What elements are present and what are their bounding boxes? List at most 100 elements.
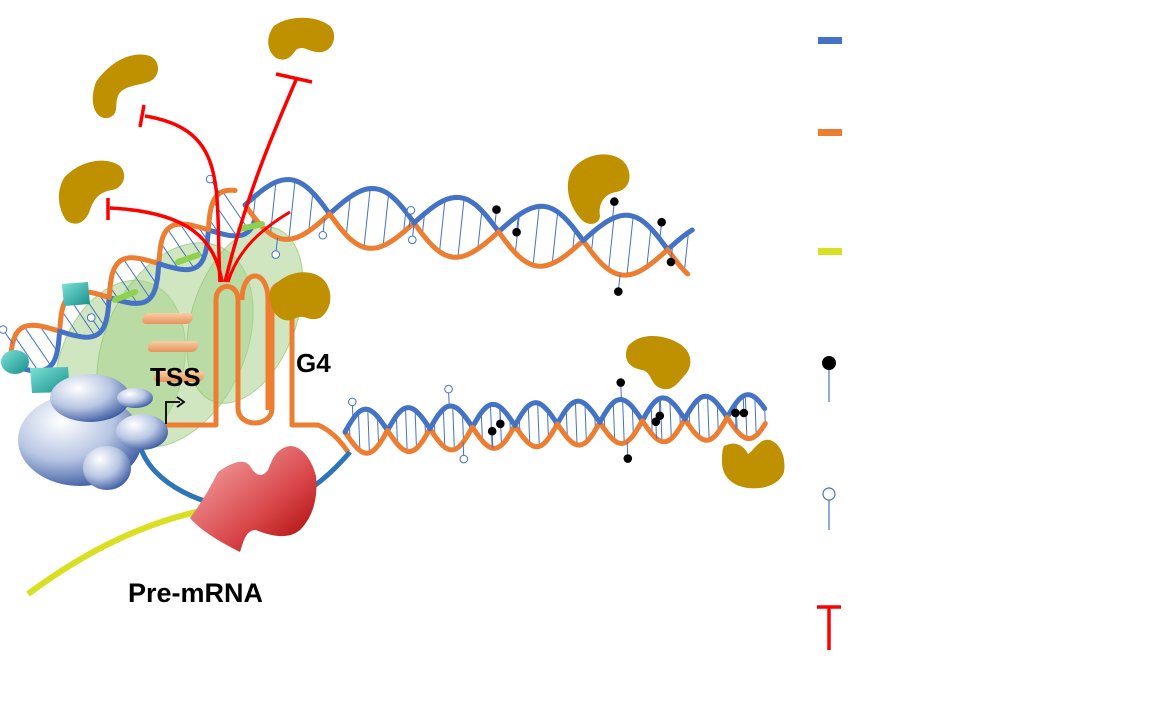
base-pair-rung bbox=[735, 402, 738, 432]
base-pair-rung bbox=[288, 180, 296, 240]
dna-strand-segment bbox=[106, 261, 162, 306]
unmethylated-cpg-mark bbox=[444, 384, 453, 394]
lower-dna-helix bbox=[342, 378, 768, 464]
dna-strand-segment bbox=[512, 421, 560, 450]
dna-strand-segment bbox=[242, 202, 332, 242]
inhibition-icon bbox=[817, 605, 841, 650]
base-pair-rung bbox=[626, 216, 634, 276]
dna-strand-segment bbox=[327, 211, 417, 251]
base-pair-rung bbox=[123, 258, 151, 299]
lollipop-stem bbox=[735, 415, 737, 430]
base-pair-rung bbox=[612, 402, 616, 441]
methylated-cpg-mark bbox=[487, 426, 497, 436]
methylated-cpg-mark bbox=[731, 408, 740, 418]
teal-factor-2 bbox=[1, 350, 29, 374]
base-pair-rung bbox=[308, 192, 314, 232]
open-lollipop-icon bbox=[822, 487, 836, 530]
base-pair-rung bbox=[551, 211, 559, 264]
dna-strand-segment bbox=[724, 414, 768, 442]
dna-strand-segment bbox=[427, 424, 475, 453]
lollipop-stem bbox=[612, 204, 615, 219]
base-pair-rung bbox=[650, 406, 653, 435]
gold-protein-1 bbox=[92, 54, 159, 119]
pre-mrna-strand bbox=[26, 505, 216, 597]
green-binding-patches bbox=[112, 221, 265, 303]
lollipop-stem bbox=[658, 398, 661, 413]
base-pair-rung bbox=[367, 409, 370, 453]
gold-protein-6 bbox=[625, 336, 691, 390]
base-pair-rung bbox=[532, 206, 540, 266]
base-pair-rung bbox=[14, 336, 39, 372]
gold-protein-5 bbox=[269, 272, 331, 321]
dna-strand-segment bbox=[597, 418, 645, 447]
unmethylated-cpg-mark bbox=[406, 206, 416, 215]
base-pair-rung bbox=[160, 243, 179, 270]
base-pair-rung bbox=[376, 416, 380, 445]
lollipop-stem bbox=[618, 274, 621, 289]
dna-strand-segment bbox=[411, 194, 502, 235]
dna-strand-segment bbox=[639, 395, 688, 424]
dna-strand-segment bbox=[205, 187, 238, 233]
unmethylated-cpg-mark bbox=[86, 313, 96, 322]
base-pair-rung bbox=[452, 406, 455, 450]
base-pair-rung bbox=[537, 402, 540, 447]
base-pair-rung bbox=[622, 399, 625, 444]
lollipop-stem bbox=[491, 434, 494, 449]
dna-strand-segment bbox=[7, 322, 63, 368]
base-pair-rung bbox=[546, 410, 549, 439]
legend bbox=[817, 37, 842, 650]
dna-strand-segment bbox=[469, 423, 518, 451]
dna-strand-segment bbox=[469, 401, 518, 430]
dna-strand-segment bbox=[554, 398, 603, 427]
lollipop-stem bbox=[351, 404, 354, 419]
lollipop-stem bbox=[412, 222, 415, 237]
gold-proteins bbox=[58, 17, 785, 489]
base-pair-rung bbox=[489, 404, 493, 449]
base-pair-rung bbox=[480, 412, 483, 441]
base-pair-rung bbox=[631, 406, 634, 436]
legend-blue-swatch bbox=[818, 37, 842, 44]
legend-orange-swatch bbox=[818, 129, 842, 136]
methylated-cpg-mark bbox=[666, 257, 676, 267]
unmethylated-cpg-mark bbox=[347, 397, 357, 407]
methylated-cpg-mark bbox=[739, 408, 749, 418]
base-pair-rung bbox=[683, 232, 689, 271]
rna-polymerase-red bbox=[190, 446, 317, 552]
methylated-cpg-mark bbox=[610, 197, 619, 206]
lollipop-stem bbox=[4, 331, 14, 344]
dna-strand-segment bbox=[682, 393, 730, 422]
dna-strand-segment bbox=[665, 227, 695, 253]
inhibition-lines bbox=[106, 72, 313, 283]
base-pair-rung bbox=[382, 193, 390, 246]
dna-strand-segment bbox=[639, 416, 688, 445]
base-pair-rung bbox=[222, 191, 250, 231]
gold-protein-7 bbox=[722, 439, 785, 489]
base-pair-rung bbox=[477, 210, 483, 250]
dna-strand-segment bbox=[385, 426, 433, 455]
base-pair-rung bbox=[167, 228, 195, 269]
dna-strand-segment bbox=[411, 220, 502, 260]
base-pair-rung bbox=[442, 409, 446, 448]
base-pair-rung bbox=[707, 396, 710, 440]
dna-strand-segment bbox=[496, 229, 586, 269]
unmethylated-cpg-mark bbox=[459, 454, 469, 464]
g4-quartets bbox=[142, 313, 205, 382]
methylated-cpg-mark bbox=[492, 205, 501, 214]
base-pair-rung bbox=[61, 310, 80, 337]
unmethylated-cpg-mark bbox=[318, 230, 328, 240]
lollipop-stem bbox=[322, 218, 326, 233]
lollipop-stem bbox=[659, 225, 662, 240]
dna-strand-segment bbox=[342, 406, 390, 435]
dna-strand-segment bbox=[242, 177, 332, 217]
lollipop-stem bbox=[448, 392, 450, 407]
base-pair-rung bbox=[363, 188, 371, 248]
legend-yellow-swatch bbox=[818, 248, 842, 255]
methylated-cpg-mark bbox=[496, 419, 505, 429]
base-pair-rung bbox=[405, 407, 408, 452]
unmethylated-cpg-mark bbox=[0, 325, 8, 334]
dna-strand-segment bbox=[106, 255, 162, 300]
dna-strand-segment bbox=[597, 396, 645, 425]
g4-label: G4 bbox=[296, 348, 331, 378]
g-quadruplex-structure bbox=[165, 273, 351, 454]
base-pair-rung bbox=[439, 199, 446, 252]
